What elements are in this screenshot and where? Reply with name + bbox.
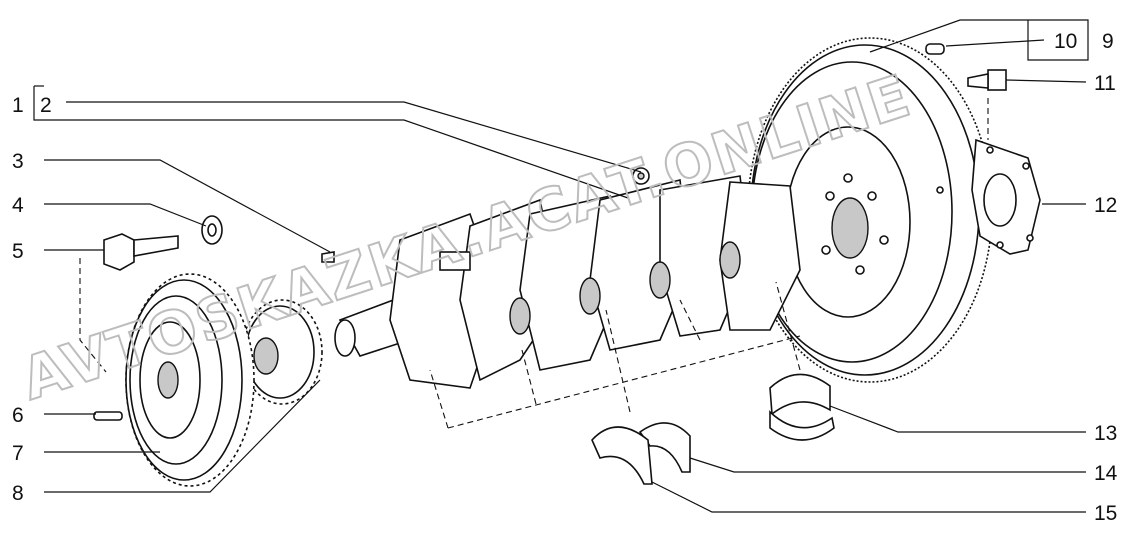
callout-8: 8 [12, 482, 24, 505]
main-bearing-shell-upper [638, 422, 691, 473]
thrust-bearing-lower [769, 410, 835, 441]
thrust-bearing-upper [769, 373, 831, 416]
callout-14: 14 [1094, 462, 1118, 485]
timing-gear [241, 299, 323, 405]
callout-9: 9 [1102, 30, 1114, 53]
washer [201, 215, 223, 245]
callout-15: 15 [1094, 502, 1117, 525]
callout-10: 10 [1054, 30, 1077, 53]
plug [632, 167, 650, 185]
reinforcement-plate [971, 138, 1041, 255]
callout-11: 11 [1094, 72, 1116, 95]
leader-lines [33, 19, 1089, 513]
callout-3: 3 [12, 150, 24, 173]
main-bearing-shell-lower [591, 426, 653, 485]
callout-1: 1 [12, 94, 24, 117]
callout-13: 13 [1094, 422, 1117, 445]
callout-6: 6 [12, 404, 24, 427]
alignment-lines [79, 98, 989, 429]
flywheel-bolt [967, 69, 1007, 91]
dowel-pin [925, 43, 945, 55]
crankshaft-pulley [125, 273, 255, 487]
roll-pin [93, 411, 123, 421]
flywheel [747, 37, 993, 383]
callout-12: 12 [1094, 194, 1117, 217]
callout-5: 5 [12, 240, 24, 263]
crankshaft [334, 175, 801, 389]
callout-2: 2 [40, 94, 52, 117]
pulley-bolt [103, 233, 179, 271]
callout-7: 7 [12, 442, 24, 465]
woodruff-key [321, 251, 335, 263]
callout-4: 4 [12, 194, 24, 217]
